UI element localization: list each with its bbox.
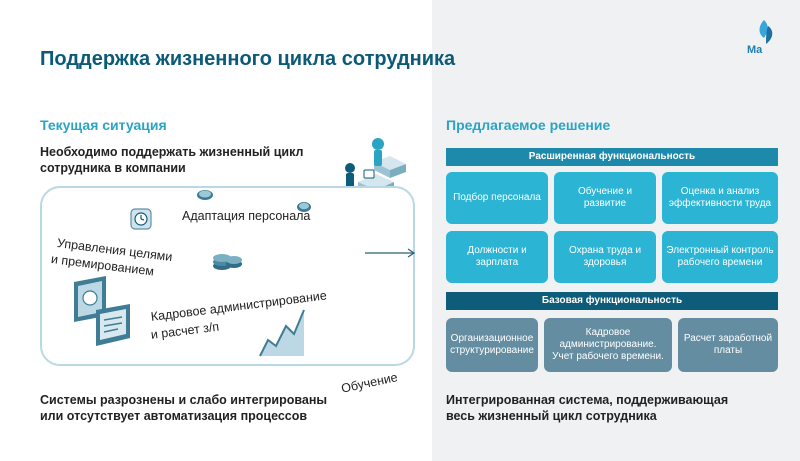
current-situation-intro: Необходимо поддержать жизненный цикл сот…	[40, 145, 304, 175]
logo-icon	[759, 20, 773, 44]
coin-stack-icon	[213, 254, 242, 270]
ext-card-time-control: Электронный контроль рабочего времени	[662, 231, 778, 283]
page-title: Поддержка жизненного цикла сотрудника	[40, 48, 456, 70]
extended-functionality-bar: Расширенная функциональность	[446, 148, 778, 166]
arrow-icon	[365, 248, 416, 258]
monitor-icon	[74, 276, 130, 346]
current-situation-heading: Текущая ситуация	[40, 117, 167, 133]
right-panel	[432, 0, 800, 461]
proposed-solution-summary: Интегрированная система, поддерживающая …	[446, 393, 729, 423]
base-card-org-structure: Организационное структурирование	[446, 318, 538, 372]
logo-text: Ma	[747, 44, 763, 56]
base-card-payroll: Расчет заработной платы	[678, 318, 778, 372]
coin-icon	[297, 202, 311, 212]
proposed-solution-heading: Предлагаемое решение	[446, 117, 611, 133]
label-training: Обучение	[340, 370, 399, 396]
ext-card-evaluation: Оценка и анализ эффективности труда	[662, 172, 778, 224]
coin-icon	[197, 190, 213, 200]
ext-card-positions: Должности и зарплата	[446, 231, 548, 283]
ext-card-training: Обучение и развитие	[554, 172, 656, 224]
chart-icon	[259, 309, 305, 357]
ext-card-recruiting: Подбор персонала	[446, 172, 548, 224]
ext-card-safety: Охрана труда и здоровья	[554, 231, 656, 283]
base-card-hr-admin: Кадровое администрирование. Учет рабочег…	[544, 318, 672, 372]
clock-icon	[130, 208, 152, 230]
current-situation-summary: Системы разрознены и слабо интегрированы…	[40, 393, 328, 423]
base-functionality-bar: Базовая функциональность	[446, 292, 778, 310]
label-adaptation: Адаптация персонала	[182, 209, 311, 223]
